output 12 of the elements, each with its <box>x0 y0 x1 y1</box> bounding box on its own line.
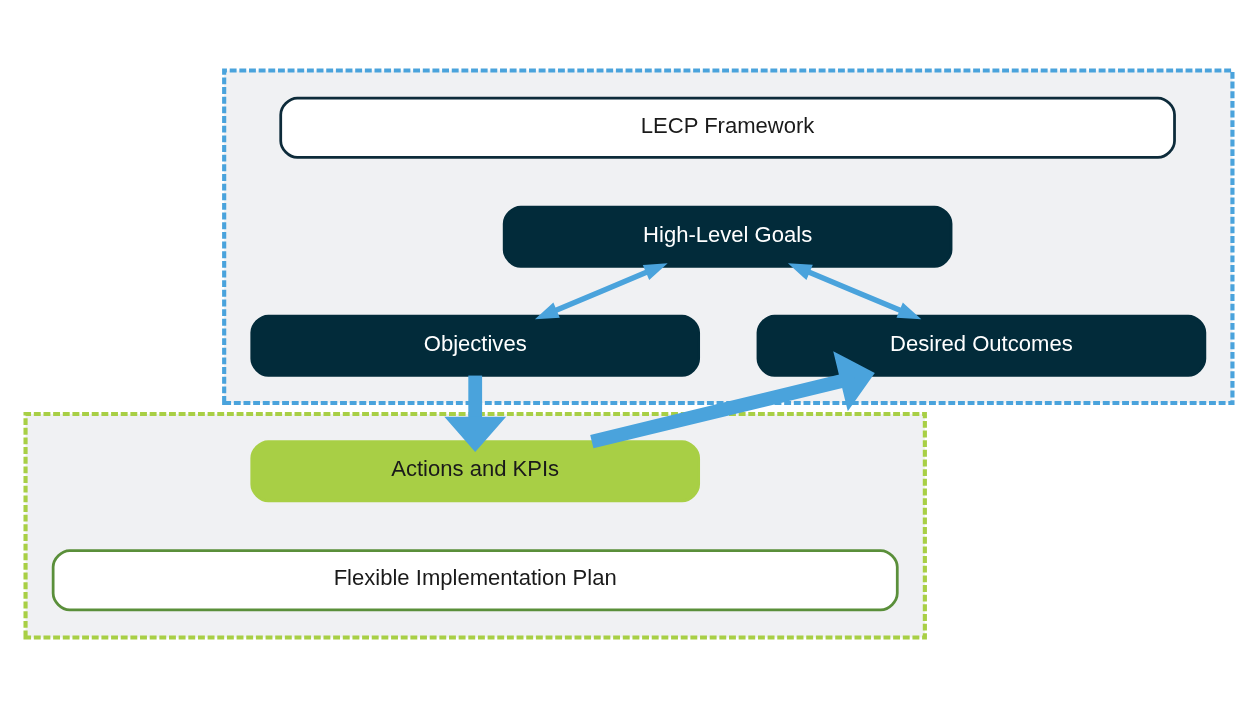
cluster <box>222 68 1235 406</box>
arrow <box>444 375 507 452</box>
arrow <box>590 351 875 449</box>
arrow <box>787 263 922 320</box>
node-box: Objectives <box>250 314 701 377</box>
cluster <box>23 411 927 640</box>
node-box: Flexible Implementation Plan <box>51 549 899 612</box>
node-box: Desired Outcomes <box>756 314 1207 377</box>
node-box: High-Level Goals <box>502 205 953 268</box>
node-box: LECP Framework <box>279 96 1176 159</box>
arrow <box>534 263 668 320</box>
node-box: Actions and KPIs <box>250 440 701 503</box>
